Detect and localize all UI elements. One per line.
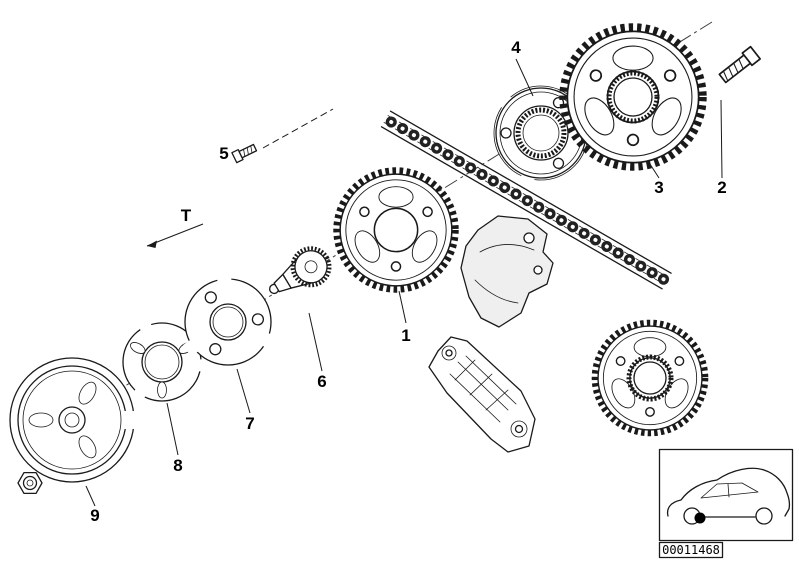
callout-5: 5 — [219, 144, 228, 163]
callout-1: 1 — [401, 326, 410, 345]
thrust-plate-7 — [183, 271, 277, 366]
callout-2: 2 — [717, 178, 726, 197]
tensioner-guide-rail — [428, 336, 536, 453]
callout-t: T — [181, 206, 192, 225]
chain-tensioner-bracket — [460, 215, 554, 328]
bolt-5 — [231, 143, 258, 164]
hex-nut — [17, 471, 43, 495]
gasket-plate-8 — [122, 318, 208, 403]
camshaft-sprocket-3 — [563, 27, 702, 166]
car-thumbnail-box: 00011468 — [658, 448, 794, 559]
leader-lines — [85, 58, 723, 507]
callout-9: 9 — [90, 506, 99, 525]
pulse-wheel-disc-9 — [9, 357, 138, 483]
callout-7: 7 — [245, 414, 254, 433]
position-marker-dot — [694, 512, 706, 524]
splined-coupling-6 — [268, 246, 332, 295]
diagram-number: 00011468 — [662, 543, 720, 557]
callout-3: 3 — [654, 178, 663, 197]
callout-6: 6 — [317, 372, 326, 391]
callout-4: 4 — [511, 38, 521, 57]
car-silhouette-icon — [666, 467, 791, 525]
bolt-2 — [718, 45, 761, 84]
t-pointer-arrowhead — [147, 240, 157, 248]
crankshaft-sprocket — [595, 323, 705, 433]
camshaft-sprocket-1 — [337, 171, 456, 290]
timing-chain — [380, 110, 673, 290]
callout-8: 8 — [173, 456, 182, 475]
